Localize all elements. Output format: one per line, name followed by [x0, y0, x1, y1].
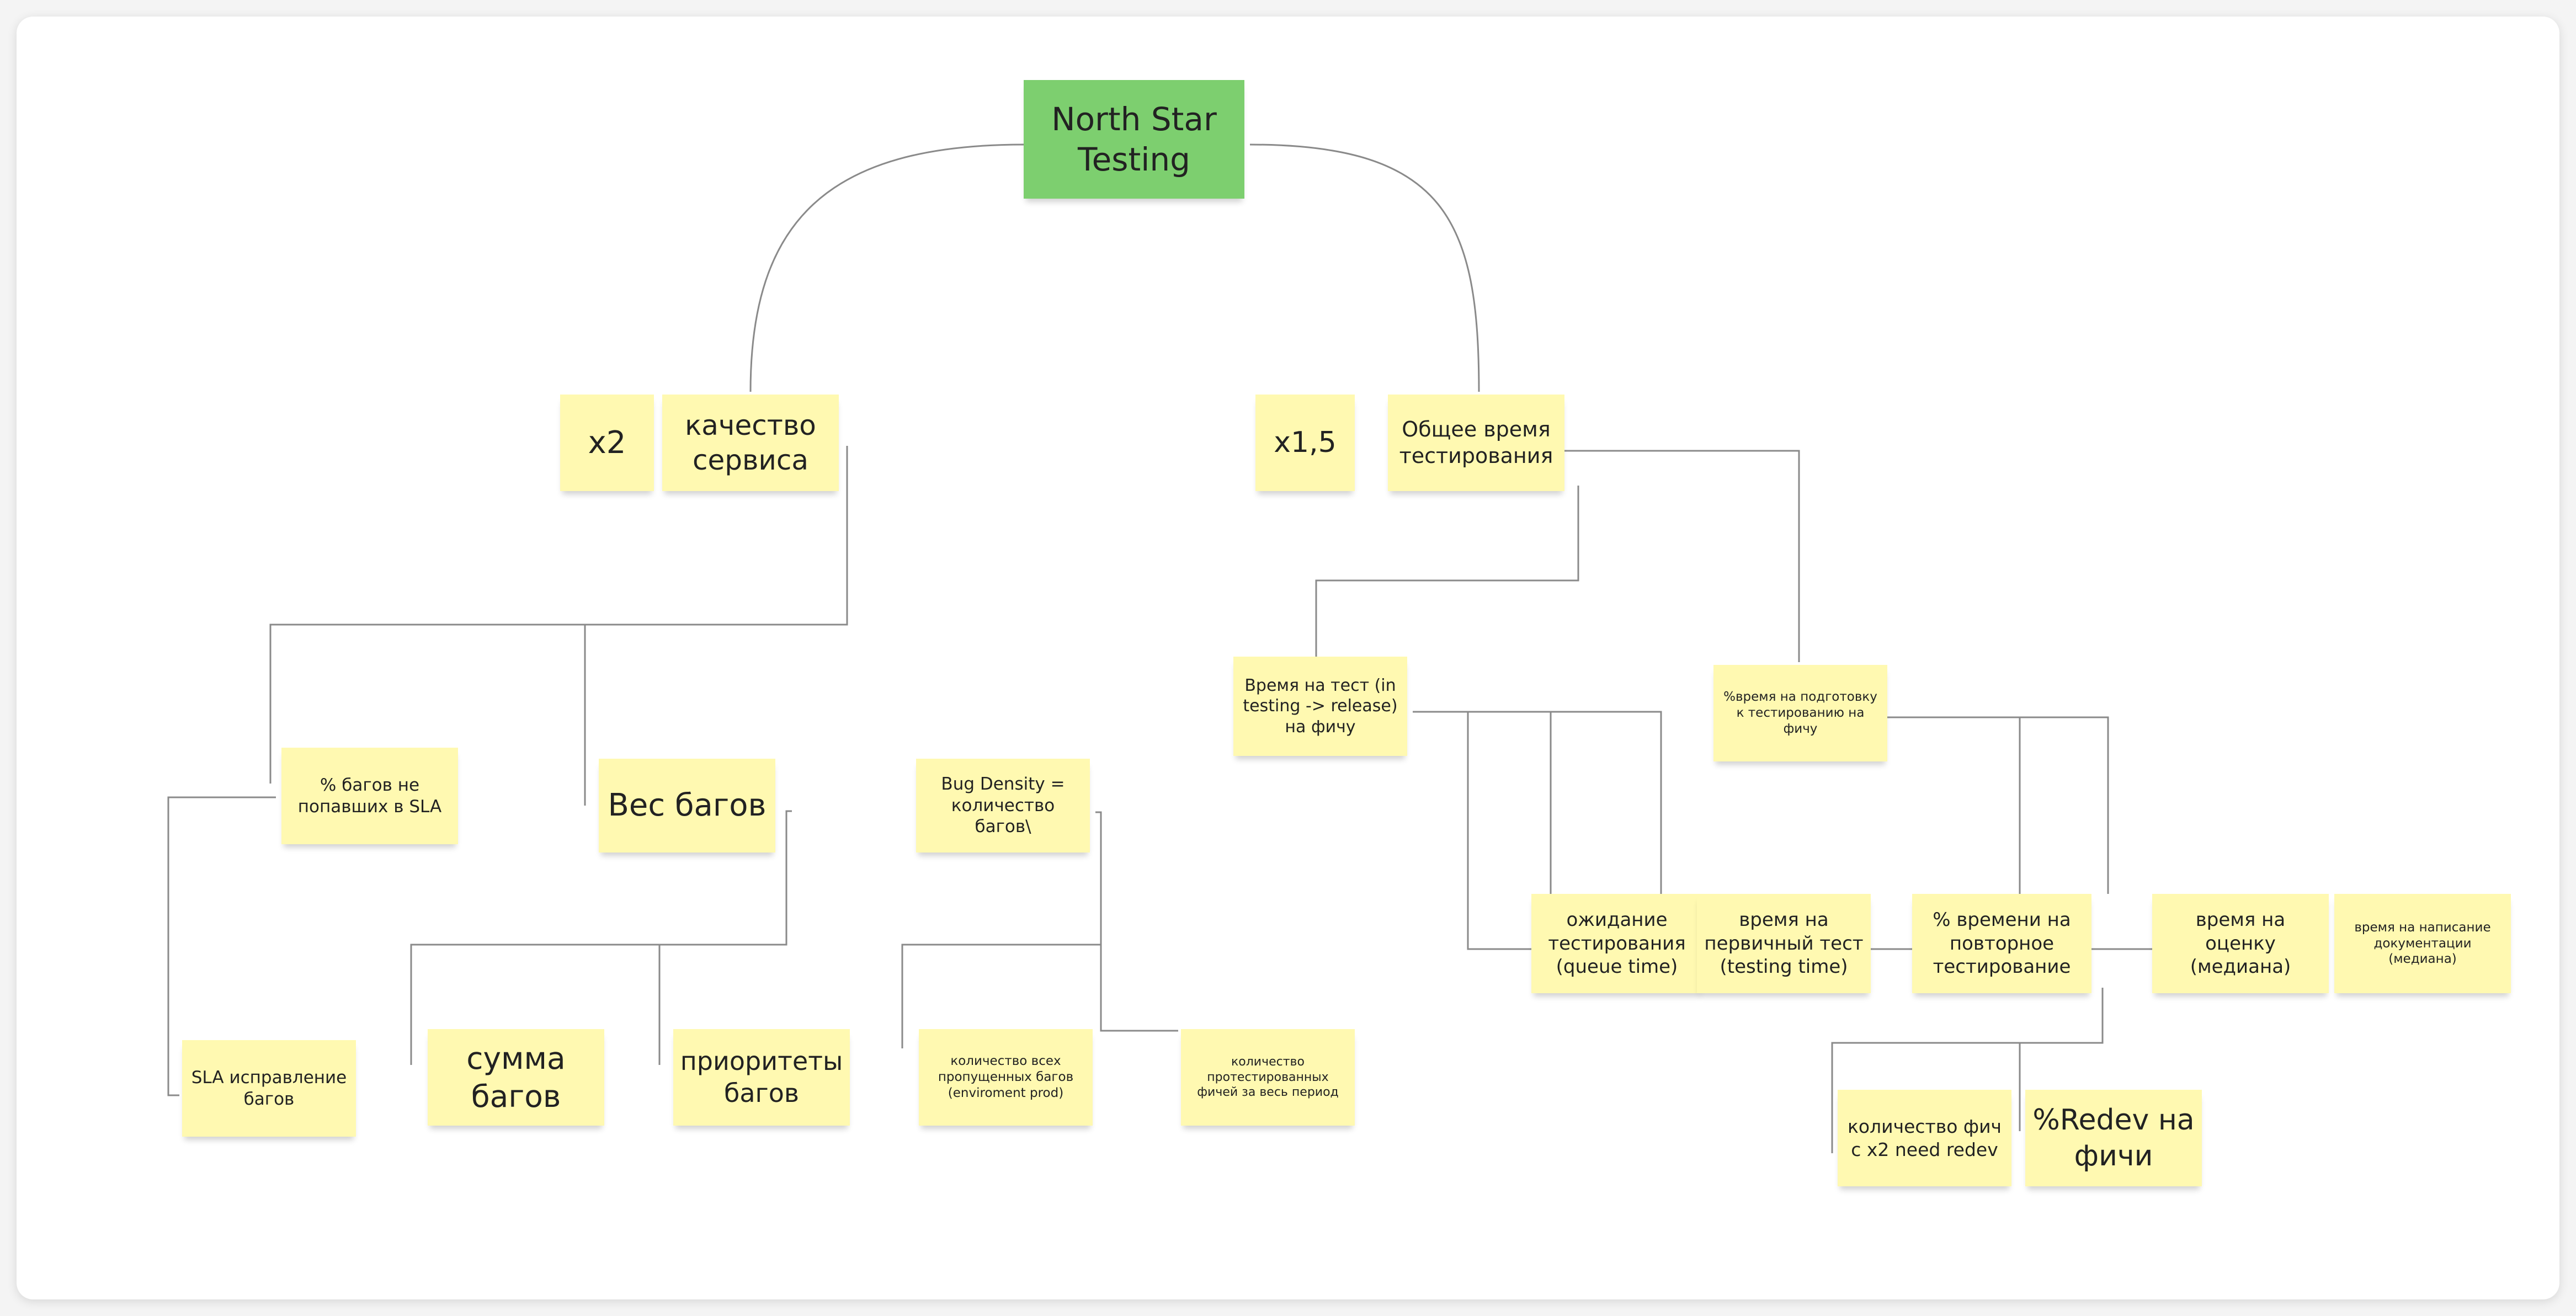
- queue-time-node[interactable]: ожидание тестирования (queue time): [1531, 894, 1702, 993]
- connector-prep-estimate: [2020, 716, 2109, 894]
- redev-share-node[interactable]: %Redev на фичи: [2025, 1090, 2202, 1186]
- tested-features-total-node[interactable]: количество протестированных фичей за вес…: [1181, 1029, 1355, 1126]
- bug-sum-node[interactable]: сумма багов: [428, 1029, 604, 1126]
- connector-time-pertest: [1315, 486, 1579, 657]
- prep-time-node[interactable]: %время на подготовку к тестированию на ф…: [1713, 665, 1887, 761]
- retest-share-node[interactable]: % времени на повторное тестирование: [1912, 894, 2091, 993]
- bug-priorities-node[interactable]: приоритеты багов: [673, 1029, 850, 1126]
- connector-prep-retest: [1887, 716, 2021, 894]
- features-x2-redev-node[interactable]: количество фич с x2 need redev: [1838, 1090, 2011, 1186]
- multiplier-x2[interactable]: x2: [560, 395, 654, 491]
- north-star-root[interactable]: North Star Testing: [1024, 80, 1244, 199]
- connector-pertest-queue2: [1468, 711, 1552, 894]
- multiplier-x1-5[interactable]: x1,5: [1255, 395, 1355, 491]
- time-per-test-node[interactable]: Время на тест (in testing -> release) на…: [1233, 657, 1407, 756]
- docs-time-node[interactable]: время на написание документации (медиана…: [2334, 894, 2511, 993]
- connector-root-quality: [749, 143, 1024, 392]
- connector-pertest-queue: [1413, 711, 1531, 950]
- connector-retest-features: [1831, 988, 2104, 1153]
- sla-fix-node[interactable]: SLA исправление багов: [182, 1040, 356, 1137]
- bug-weight-node[interactable]: Вес багов: [599, 759, 775, 853]
- connector-weight-prio: [658, 944, 786, 1065]
- total-testing-time-node[interactable]: Общее время тестирования: [1388, 395, 1564, 491]
- connector-quality-weight: [584, 624, 847, 806]
- missed-bugs-total-node[interactable]: количество всех пропущенных багов (envir…: [919, 1029, 1093, 1126]
- connector-time-prep: [1559, 450, 1800, 662]
- connector-pertest-primary: [1551, 711, 1662, 894]
- bug-density-node[interactable]: Bug Density = количество багов\: [916, 759, 1090, 853]
- connector-root-time: [1249, 143, 1480, 392]
- estimate-time-node[interactable]: время на оценку (медиана): [2152, 894, 2329, 993]
- connector-density-tested: [1100, 945, 1178, 1032]
- primary-test-time-node[interactable]: время на первичный тест (testing time): [1697, 894, 1871, 993]
- sla-missed-node[interactable]: % багов не попавших в SLA: [281, 748, 458, 844]
- connector-sla-slafix: [167, 796, 276, 1096]
- connector-quality-sla: [269, 446, 848, 784]
- service-quality-node[interactable]: качество сервиса: [662, 395, 839, 491]
